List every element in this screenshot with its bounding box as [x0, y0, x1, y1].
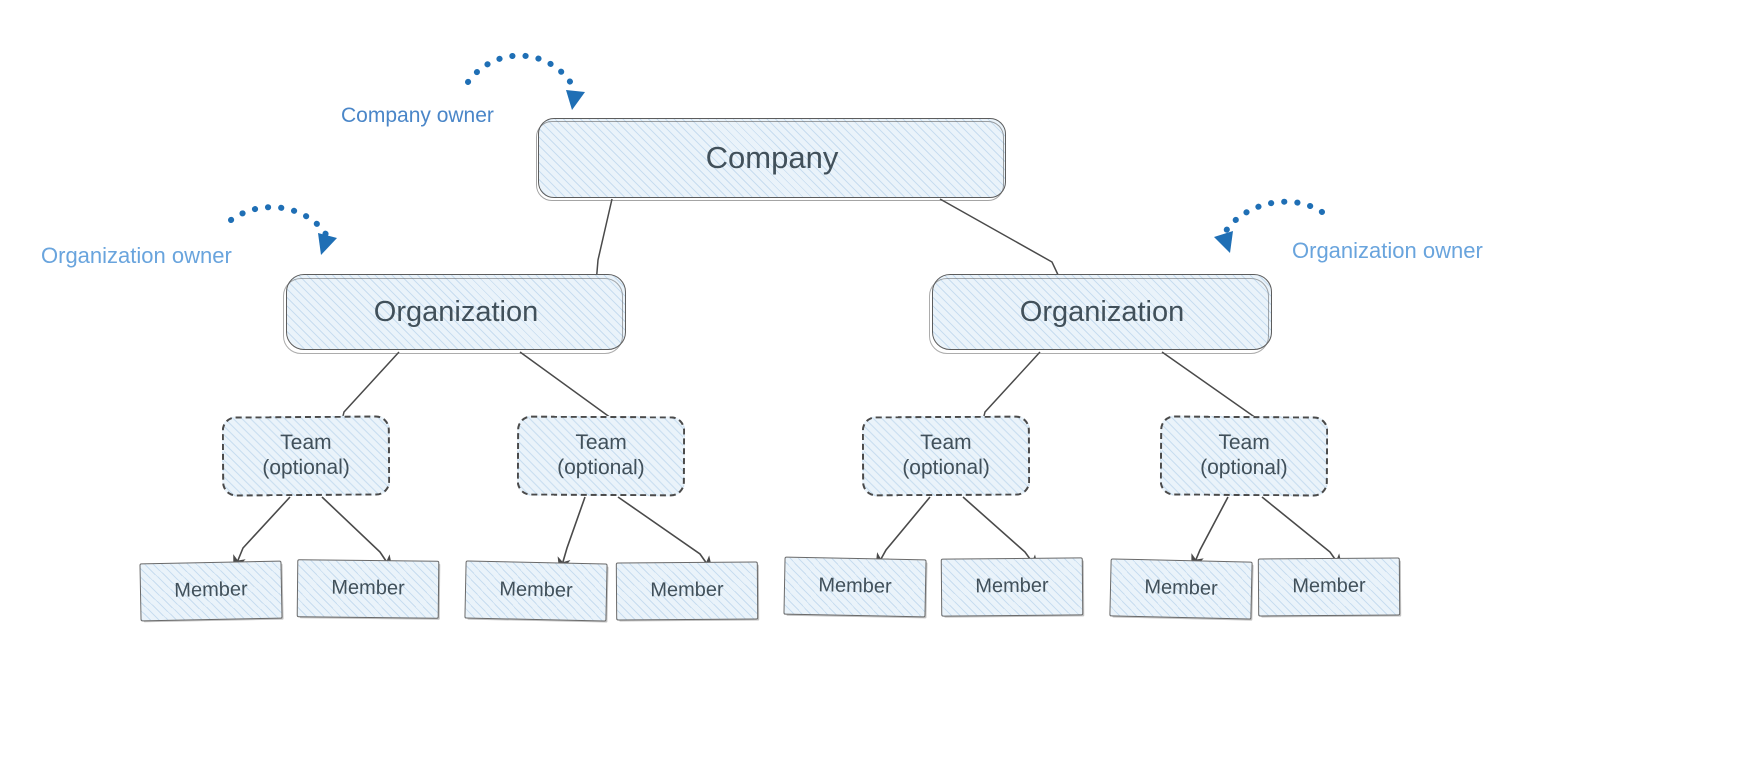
node-company[interactable]: Company — [536, 118, 1006, 201]
edge-team-2-to-member-3 — [557, 496, 586, 574]
node-team-3-label: Team — [920, 431, 972, 455]
annotation-company-owner: Company owner — [341, 104, 494, 127]
node-organization-right-label: Organization — [1019, 295, 1185, 328]
edge-team-2-to-member-4 — [617, 496, 713, 573]
node-company-label: Company — [705, 139, 839, 175]
node-team-1-sublabel: (optional) — [262, 455, 350, 480]
node-member-6-label: Member — [975, 574, 1049, 598]
organization-owner-left-arrow — [228, 204, 337, 255]
node-member-2-label: Member — [331, 576, 405, 600]
node-team-2-sublabel: (optional) — [557, 455, 645, 480]
node-team-3-sublabel: (optional) — [902, 455, 990, 480]
node-member-3[interactable]: Member — [464, 560, 608, 622]
edge-team-1-to-member-1 — [233, 496, 291, 572]
node-organization-left-label: Organization — [373, 295, 539, 328]
node-team-4[interactable]: Team (optional) — [1159, 415, 1329, 497]
node-member-7-label: Member — [1144, 576, 1218, 601]
node-member-8[interactable]: Member — [1257, 557, 1401, 617]
node-member-3-label: Member — [499, 578, 573, 602]
edge-team-4-to-member-7 — [1191, 496, 1229, 571]
node-organization-right[interactable]: Organization — [929, 274, 1272, 354]
annotation-organization-owner-right: Organization owner — [1292, 238, 1483, 263]
node-organization-left[interactable]: Organization — [283, 274, 626, 354]
node-member-6[interactable]: Member — [940, 557, 1084, 617]
node-member-1-label: Member — [174, 578, 248, 602]
node-member-8-label: Member — [1292, 574, 1366, 598]
node-member-1[interactable]: Member — [139, 560, 283, 622]
annotation-organization-owner-left: Organization owner — [41, 243, 232, 268]
node-member-2[interactable]: Member — [296, 559, 440, 619]
node-team-2-label: Team — [575, 431, 627, 455]
node-member-5[interactable]: Member — [783, 556, 927, 618]
node-team-3[interactable]: Team (optional) — [861, 415, 1031, 497]
node-member-7[interactable]: Member — [1109, 558, 1253, 620]
node-team-2[interactable]: Team (optional) — [516, 415, 686, 497]
edge-team-3-to-member-5 — [875, 496, 931, 570]
node-member-4[interactable]: Member — [615, 561, 759, 621]
company-owner-arrow — [465, 52, 585, 110]
node-team-1[interactable]: Team (optional) — [221, 415, 391, 497]
node-team-1-label: Team — [280, 431, 332, 455]
node-member-5-label: Member — [818, 574, 892, 598]
node-team-4-sublabel: (optional) — [1200, 455, 1288, 480]
node-member-4-label: Member — [650, 578, 724, 602]
node-team-4-label: Team — [1218, 431, 1270, 455]
